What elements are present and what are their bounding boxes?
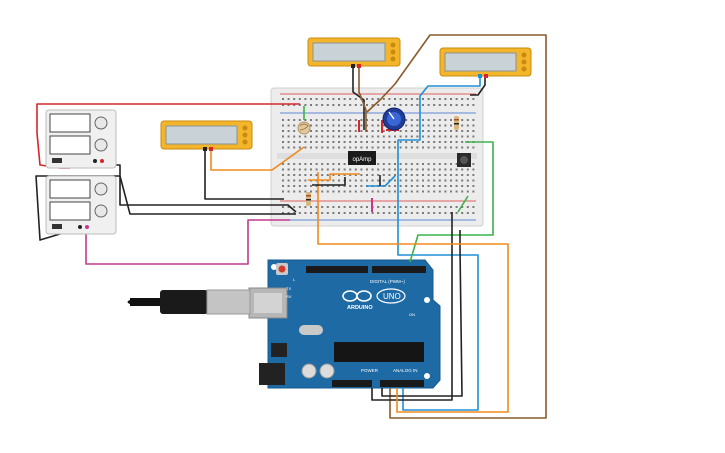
analog-header <box>380 380 424 387</box>
multimeter-mode-button[interactable] <box>521 52 527 58</box>
power-switch[interactable] <box>52 224 62 229</box>
potentiometer[interactable] <box>382 107 406 131</box>
mount-hole <box>424 297 430 303</box>
wire-green[interactable] <box>457 195 469 213</box>
l-led-label: L <box>293 277 296 282</box>
wire-black[interactable] <box>381 230 463 397</box>
digital-header-right <box>372 266 426 273</box>
mount-hole <box>271 264 277 270</box>
multimeter-top-right[interactable] <box>439 47 532 78</box>
wire-orange[interactable] <box>317 172 509 413</box>
multimeter-top-center[interactable] <box>307 37 401 68</box>
probe-terminal-red <box>484 74 488 78</box>
on-led-label: ON <box>409 312 415 317</box>
breadboard[interactable] <box>270 87 484 227</box>
arduino-brand-label: ARDUINO <box>347 305 373 311</box>
power-supply-bottom[interactable] <box>45 175 117 235</box>
wire-black[interactable] <box>352 65 365 130</box>
wire-black[interactable] <box>371 212 453 401</box>
power-supply-top[interactable] <box>45 109 117 169</box>
crystal <box>299 325 323 335</box>
regulator-chip <box>271 343 287 357</box>
rx-led-label: RX <box>286 294 292 299</box>
current-knob[interactable] <box>94 204 108 218</box>
multimeter-mode-button[interactable] <box>521 66 527 72</box>
terminal-positive <box>100 159 104 163</box>
wire-black[interactable] <box>470 75 486 96</box>
wire-black[interactable] <box>204 148 284 200</box>
wire-black[interactable] <box>312 177 346 186</box>
photoresistor[interactable] <box>297 121 311 135</box>
multimeter-mode-button[interactable] <box>242 139 248 145</box>
breadboard-center-channel <box>277 153 477 159</box>
arduino-uno-board[interactable]: UNO ARDUINO DIGITAL (PWM~) POWER ANALOG … <box>248 259 441 389</box>
terminal-negative <box>78 225 82 229</box>
reset-button-cap[interactable] <box>278 265 286 273</box>
capacitor <box>319 363 335 379</box>
wires <box>35 34 547 419</box>
resistor[interactable] <box>454 116 459 130</box>
usb-port-inner <box>254 293 282 313</box>
push-button[interactable] <box>457 153 471 167</box>
probe-terminal-red <box>357 64 361 68</box>
opamp-label: opAmp <box>352 157 372 163</box>
digital-section-label: DIGITAL (PWM~) <box>370 279 405 284</box>
multimeter-mode-button[interactable] <box>521 59 527 65</box>
power-jack <box>259 363 285 385</box>
power-header <box>332 380 372 387</box>
terminal-positive <box>85 225 89 229</box>
atmega-chip <box>334 342 424 362</box>
probe-terminal-blue <box>478 74 482 78</box>
digital-header-left <box>306 266 368 273</box>
power-switch[interactable] <box>52 158 62 163</box>
arduino-logo <box>342 288 406 304</box>
terminal-negative <box>93 159 97 163</box>
arduino-model-label: UNO <box>383 292 401 301</box>
current-knob[interactable] <box>94 138 108 152</box>
wire-brown[interactable] <box>366 34 547 419</box>
probe-terminal-black <box>351 64 355 68</box>
analog-section-label: ANALOG IN <box>393 368 418 373</box>
opamp-ic[interactable]: opAmp <box>348 151 376 165</box>
wire-black[interactable] <box>102 164 297 213</box>
probe-terminal-red <box>209 147 213 151</box>
multimeter-mode-button[interactable] <box>390 42 396 48</box>
voltage-knob[interactable] <box>94 116 108 130</box>
wire-blue[interactable] <box>397 160 479 411</box>
wire-pink[interactable] <box>85 219 290 265</box>
resistor[interactable] <box>306 192 311 206</box>
capacitor <box>301 363 317 379</box>
wire-brown[interactable] <box>358 65 367 132</box>
voltage-knob[interactable] <box>94 182 108 196</box>
wire-orange[interactable] <box>210 146 305 171</box>
tx-led-label: TX <box>286 286 291 291</box>
multimeter-mode-button[interactable] <box>242 125 248 131</box>
wire-orange[interactable] <box>308 173 360 181</box>
multimeter-mode-button[interactable] <box>390 56 396 62</box>
wire-red[interactable] <box>36 103 300 133</box>
power-section-label: POWER <box>361 368 379 373</box>
probe-terminal-black <box>203 147 207 151</box>
usb-cable <box>127 289 251 315</box>
multimeter-left-mid[interactable] <box>160 120 253 151</box>
mount-hole <box>424 373 430 379</box>
wire-blue[interactable] <box>397 75 481 160</box>
multimeter-mode-button[interactable] <box>242 132 248 138</box>
wire-blue[interactable] <box>366 175 396 187</box>
multimeter-mode-button[interactable] <box>390 49 396 55</box>
